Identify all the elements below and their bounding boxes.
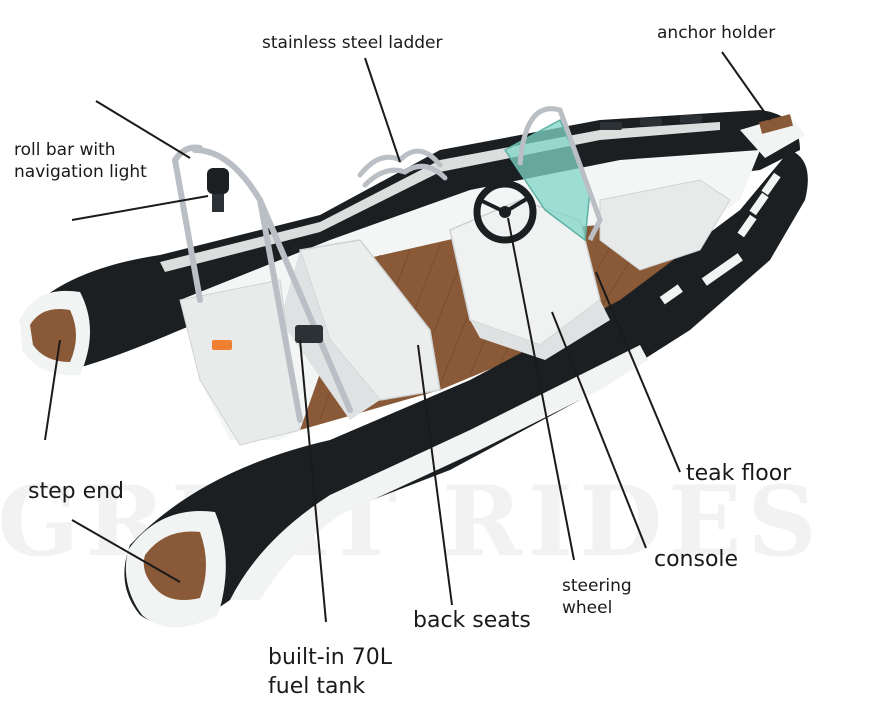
anchor-holder-teak xyxy=(758,114,794,134)
label-roll-bar-line1: roll bar with xyxy=(14,140,116,160)
front-step-teak xyxy=(143,531,206,601)
label-back-seats: back seats xyxy=(413,608,531,633)
console-rail xyxy=(517,106,603,242)
fuel-tank-cap xyxy=(295,325,323,343)
label-steering-line1: steering xyxy=(562,576,632,596)
label-steering-line2: wheel xyxy=(562,598,613,619)
rear-step-teak xyxy=(30,309,76,362)
label-anchor-holder: anchor holder xyxy=(657,23,776,43)
front-tube-right xyxy=(124,150,808,625)
rear-tube-stripe xyxy=(160,122,720,272)
label-steering-wheel: steering wheel xyxy=(562,575,632,619)
label-stainless-steel-ladder: stainless steel ladder xyxy=(262,33,443,53)
roll-bar xyxy=(172,144,353,423)
label-fuel-tank-line2: fuel tank xyxy=(268,673,366,699)
label-roll-bar: roll bar with navigation light xyxy=(14,139,147,183)
label-fuel-tank: built-in 70L fuel tank xyxy=(268,644,392,701)
navigation-light xyxy=(207,168,229,194)
transom-panel xyxy=(179,279,301,446)
windshield xyxy=(503,118,591,242)
leader-lines xyxy=(44,51,771,623)
label-teak-floor: teak floor xyxy=(686,461,792,486)
front-tube-swoosh xyxy=(230,345,648,600)
steering-wheel-rim xyxy=(473,180,537,244)
label-step-end: step end xyxy=(28,479,125,504)
label-console: console xyxy=(654,547,739,572)
label-roll-bar-line2: navigation light xyxy=(14,162,147,183)
front-seat-box xyxy=(599,179,731,271)
label-fuel-tank-line1: built-in 70L xyxy=(268,645,392,670)
